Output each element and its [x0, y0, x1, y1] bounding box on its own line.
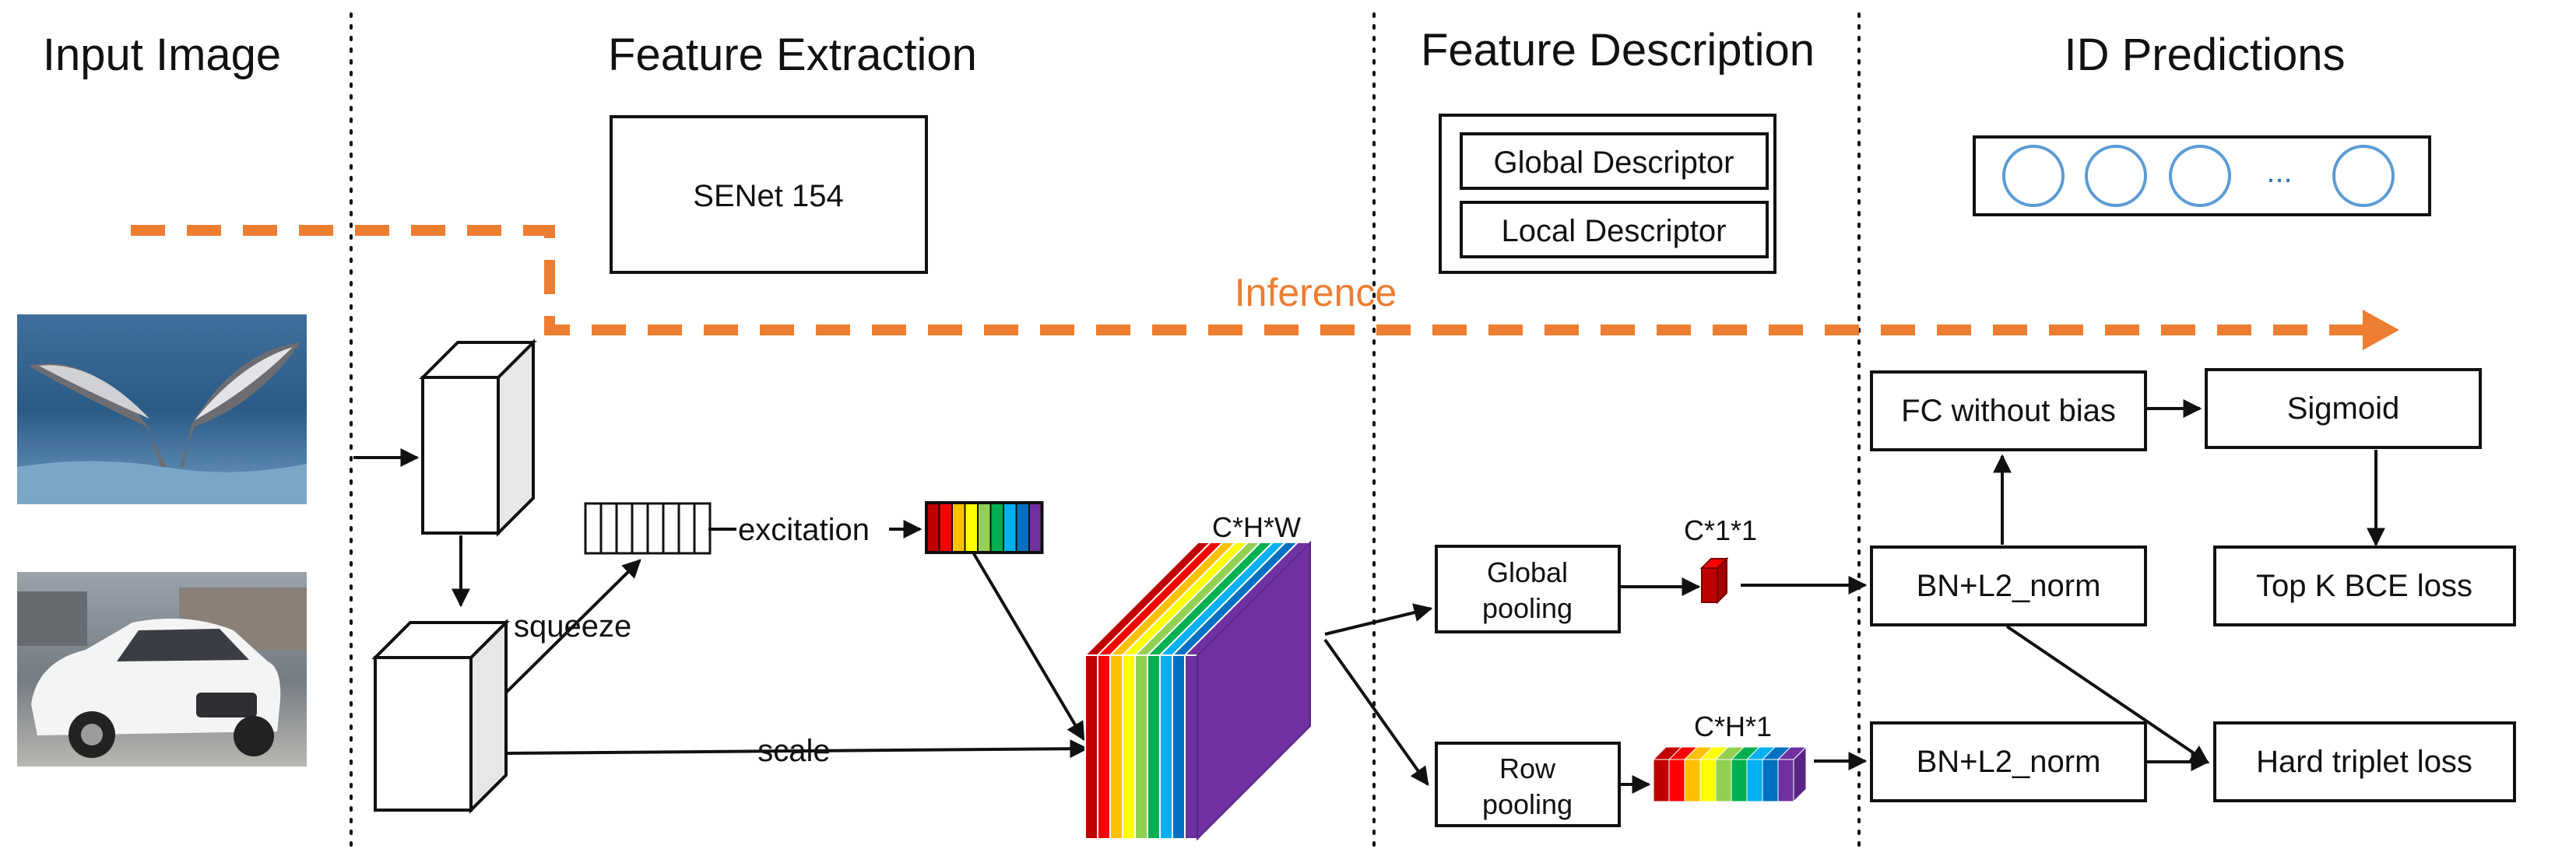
row-strip-side	[1793, 745, 1807, 803]
global-pooling-box	[1435, 545, 1621, 633]
section-title-input: Input Image	[43, 30, 281, 80]
global-feature-cube	[1699, 556, 1729, 605]
section-title-predictions: ID Predictions	[2064, 30, 2345, 80]
neuron-2	[2085, 145, 2147, 207]
squeeze-label: squeeze	[514, 609, 631, 644]
global-pooling-line2: pooling	[1482, 592, 1573, 624]
excitation-frame	[925, 501, 1044, 554]
inference-label: Inference	[1235, 271, 1397, 314]
row-strip-cell	[1715, 759, 1732, 802]
neuron-ellipsis: ...	[2266, 155, 2292, 189]
feature-block-bottom	[371, 619, 510, 814]
excitation-cell	[926, 502, 940, 553]
row-feature-strip	[1652, 745, 1808, 803]
to-row-pooling-arrow	[1323, 638, 1429, 786]
inference-arrowhead	[2363, 310, 2399, 350]
squeeze-cell	[662, 502, 680, 555]
bn-bottom-box	[1870, 721, 2147, 802]
scale-label: scale	[757, 734, 830, 768]
row-strip-cell	[1668, 759, 1685, 802]
section-title-description: Feature Description	[1421, 25, 1815, 75]
bn-top-label: BN+L2_norm	[1917, 569, 2101, 603]
excitation-cell	[1028, 502, 1043, 553]
triplet-loss-label: Hard triplet loss	[2256, 745, 2472, 779]
global-descriptor-box	[1460, 132, 1769, 190]
tensor-slice-front	[1147, 654, 1161, 840]
global-pooling-line1: Global	[1487, 556, 1568, 588]
row-strip-cell	[1762, 759, 1779, 802]
triplet-loss-box	[2213, 721, 2516, 802]
row-strip-cell	[1684, 759, 1701, 802]
inference-path	[131, 225, 2363, 335]
sigmoid-label: Sigmoid	[2287, 391, 2400, 426]
tensor-slice-front	[1122, 654, 1136, 840]
tensor-slice-front	[1084, 654, 1098, 840]
local-descriptor-label: Local Descriptor	[1501, 214, 1726, 248]
tensor-slice-front	[1159, 654, 1173, 840]
global-dims-label: C*1*1	[1684, 514, 1757, 546]
row-strip-cell	[1653, 759, 1670, 802]
local-descriptor-box	[1460, 201, 1769, 258]
fc-box	[1870, 370, 2147, 451]
squeeze-cell	[693, 502, 712, 555]
excitation-cell	[989, 502, 1004, 553]
reweight-arrow	[972, 551, 1085, 742]
row-strip-cell	[1777, 759, 1794, 802]
bn-top-to-triplet-arrow	[2005, 625, 2209, 764]
squeeze-cell	[677, 502, 696, 555]
topk-loss-box	[2213, 546, 2516, 626]
neuron-1	[2002, 145, 2065, 207]
excitation-cell	[977, 502, 992, 553]
feature-block-top	[419, 339, 537, 537]
squeeze-arrow	[504, 559, 641, 694]
excitation-cell	[1015, 502, 1030, 553]
scale-arrow	[507, 739, 1089, 759]
squeeze-cell	[615, 502, 634, 555]
tensor-slice-front	[1172, 654, 1186, 840]
tensor-slice-front	[1109, 654, 1123, 840]
row-pooling-line1: Row	[1499, 753, 1556, 784]
row-dims-label: C*H*1	[1694, 710, 1772, 742]
tensor-slice-front	[1184, 654, 1198, 840]
excitation-cell	[1003, 502, 1017, 553]
squeeze-cell	[584, 502, 603, 555]
row-strip-cell	[1699, 759, 1717, 802]
backbone-box	[610, 115, 928, 274]
backbone-label: SENet 154	[693, 179, 843, 213]
neuron-3	[2169, 145, 2231, 207]
section-title-extraction: Feature Extraction	[608, 30, 977, 80]
whale-image	[17, 314, 307, 504]
tensor-side	[1197, 540, 1311, 841]
tensor-slice-front	[1097, 654, 1111, 840]
fc-label: FC without bias	[1901, 394, 2116, 428]
squeeze-cell	[631, 502, 649, 555]
squeeze-cell	[599, 502, 618, 555]
excitation-cell	[964, 502, 979, 553]
neuron-last	[2332, 145, 2395, 207]
sigmoid-box	[2205, 368, 2482, 449]
tensor-chw	[1083, 540, 1313, 841]
squeeze-vector	[584, 502, 712, 555]
topk-loss-label: Top K BCE loss	[2256, 569, 2472, 603]
row-strip-cell	[1731, 759, 1748, 802]
id-neurons	[2002, 145, 2395, 207]
tensor-slice-front	[1134, 654, 1148, 840]
bn-top-box	[1870, 546, 2147, 626]
row-strip-cell	[1746, 759, 1763, 802]
row-pooling-line2: pooling	[1482, 788, 1573, 820]
global-descriptor-label: Global Descriptor	[1493, 146, 1734, 180]
car-image	[17, 572, 307, 767]
to-global-pooling-arrow	[1324, 603, 1433, 636]
row-pooling-box	[1435, 742, 1621, 827]
excitation-cell	[938, 502, 953, 553]
bn-bottom-label: BN+L2_norm	[1917, 745, 2101, 779]
tensor-chw-label: C*H*W	[1212, 511, 1301, 543]
squeeze-cell	[646, 502, 665, 555]
excitation-label: excitation	[738, 513, 870, 547]
excitation-cell	[951, 502, 966, 553]
excitation-vector	[925, 501, 1044, 554]
